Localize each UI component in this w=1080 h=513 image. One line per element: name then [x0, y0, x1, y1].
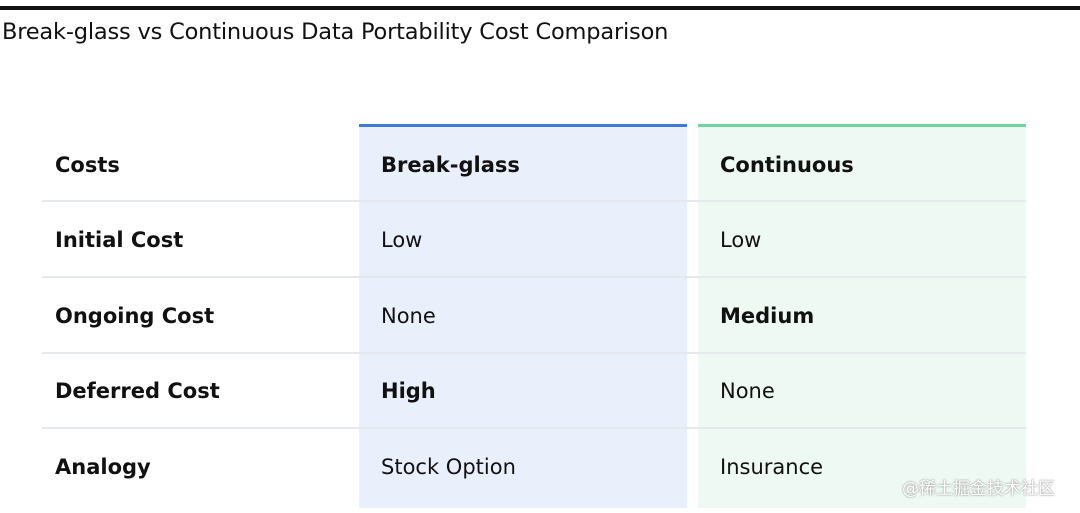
row-divider [42, 427, 1026, 429]
header-break-glass: Break-glass [381, 153, 520, 177]
row-label: Analogy [55, 455, 151, 479]
break-glass-cell: None [381, 304, 436, 328]
row-divider [42, 200, 1026, 202]
header-continuous: Continuous [720, 153, 854, 177]
break-glass-cell: Stock Option [381, 455, 516, 479]
continuous-cell: None [720, 379, 775, 403]
row-label: Initial Cost [55, 228, 184, 252]
top-rule [0, 6, 1080, 10]
watermark: @稀土掘金技术社区 [902, 479, 1055, 499]
continuous-cell: Medium [720, 304, 815, 328]
continuous-cell: Low [720, 228, 762, 252]
page-title: Break-glass vs Continuous Data Portabili… [2, 19, 669, 45]
break-glass-cell: High [381, 379, 436, 403]
break-glass-column-highlight [359, 124, 687, 508]
row-divider [42, 352, 1026, 354]
header-costs: Costs [55, 153, 120, 177]
continuous-cell: Insurance [720, 455, 824, 479]
row-divider [42, 276, 1026, 278]
row-label: Deferred Cost [55, 379, 220, 403]
row-label: Ongoing Cost [55, 304, 215, 328]
continuous-column-highlight [698, 124, 1026, 508]
break-glass-cell: Low [381, 228, 423, 252]
